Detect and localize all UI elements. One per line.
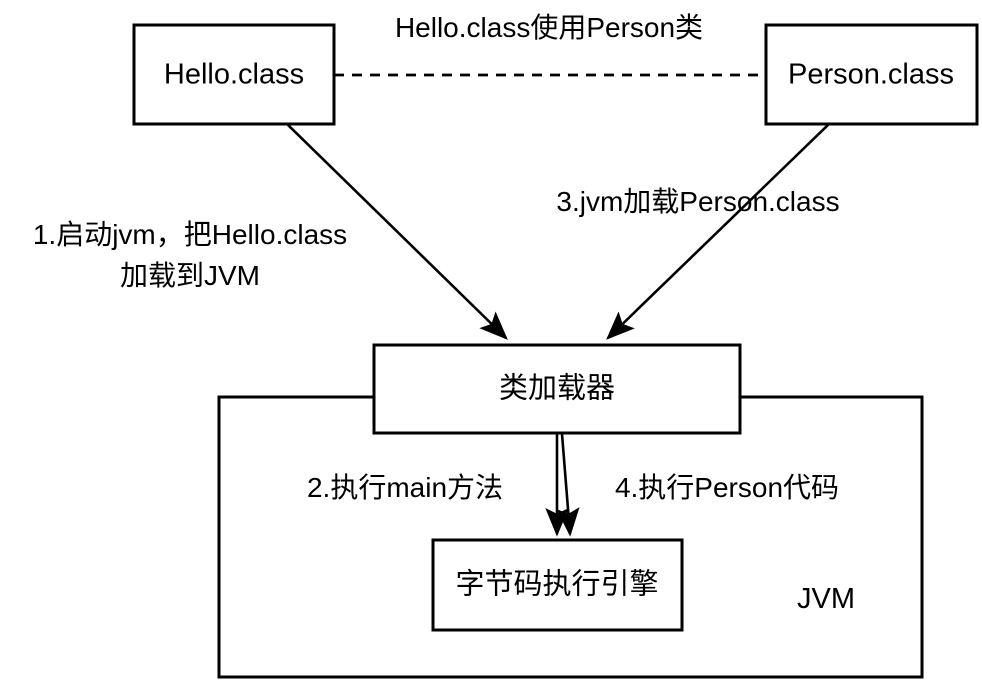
person-class-box[interactable] xyxy=(764,23,979,126)
edge-run-person-label: 4.执行Person代码 xyxy=(615,472,839,503)
execution-engine-box[interactable] xyxy=(431,538,684,632)
class-loader-box[interactable] xyxy=(372,343,742,435)
edge-load-person-label: 3.jvm加载Person.class xyxy=(556,186,839,217)
execution-engine-label: 字节码执行引擎 xyxy=(455,568,658,601)
edge-start-jvm-label-line1: 1.启动jvm，把Hello.class xyxy=(33,219,347,250)
class-loader-label: 类加载器 xyxy=(499,372,615,405)
edge-start-jvm-label-line2: 加载到JVM xyxy=(120,260,260,291)
person-class-label: Person.class xyxy=(788,59,954,91)
edge-start-jvm-arrow xyxy=(286,123,508,340)
edge-run-person-arrow xyxy=(556,433,580,537)
jvm-container-box xyxy=(217,395,924,679)
edge-hello-uses-person-label: Hello.class使用Person类 xyxy=(395,12,703,43)
edge-load-person-arrow xyxy=(606,123,830,340)
hello-class-label: Hello.class xyxy=(164,59,304,91)
edge-run-main-label: 2.执行main方法 xyxy=(307,472,503,503)
jvm-container-label: JVM xyxy=(797,583,855,615)
hello-class-box[interactable] xyxy=(132,23,336,126)
